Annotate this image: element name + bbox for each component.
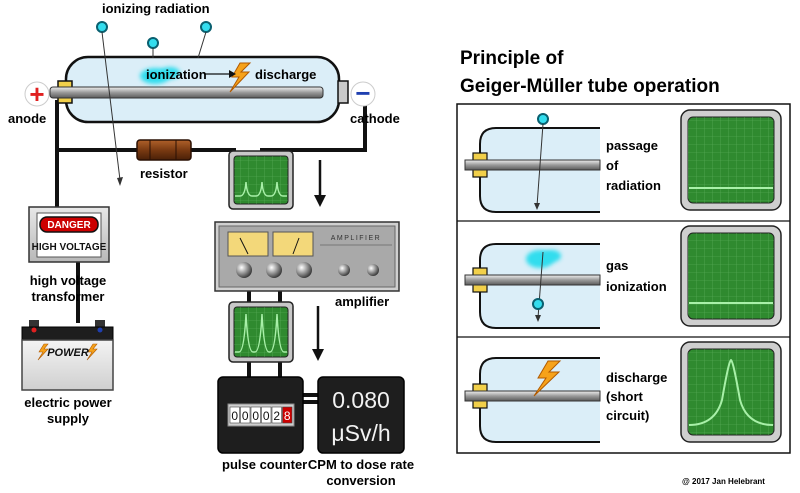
battery-label-line1: electric power	[24, 395, 111, 410]
transformer-label-line2: transformer	[32, 289, 105, 304]
amplifier-knob	[367, 264, 379, 276]
panel-label-line: discharge	[606, 370, 667, 385]
oscilloscope-small-pulses	[228, 150, 294, 210]
counter-digit: 0	[242, 409, 249, 423]
power-lightning-icon	[86, 343, 98, 361]
amplifier-label: amplifier	[335, 294, 389, 309]
anode-wire	[49, 86, 324, 99]
panel-discharge: discharge (short circuit)	[464, 341, 782, 443]
battery: POWER	[21, 320, 114, 391]
principle-title-line2: Geiger-Müller tube operation	[460, 76, 720, 97]
geiger-muller-tube	[49, 55, 349, 124]
counter-digit-cell	[250, 406, 261, 424]
panel-label-line: ionization	[606, 279, 667, 294]
minus-icon: −	[355, 78, 370, 108]
cathode-label: cathode	[350, 111, 400, 126]
amplifier-knob	[296, 262, 312, 278]
power-lightning-icon	[37, 343, 49, 361]
amplifier-knob	[338, 264, 350, 276]
principle-title-line1: Principle of	[460, 48, 564, 69]
conversion-label-line2: conversion	[326, 473, 395, 488]
ionization-label: ionization	[146, 67, 207, 82]
amplifier: AMPLIFIER	[214, 221, 400, 292]
counter-digit: 0	[231, 409, 238, 423]
discharge-lightning-icon	[229, 62, 252, 93]
counter-digit-cell	[271, 406, 282, 424]
peak-trace	[688, 358, 774, 426]
particle-icon	[147, 37, 159, 49]
vu-meter-left	[227, 231, 269, 257]
vu-meter-right	[272, 231, 314, 257]
discharge-lightning-icon	[533, 360, 562, 397]
cathode-connector	[337, 80, 349, 104]
counter-digit: 2	[273, 409, 280, 423]
danger-sign: DANGER	[47, 220, 91, 231]
panel-label-line: gas	[606, 258, 628, 273]
anode-terminal: +	[24, 79, 50, 109]
high-voltage-sign: HIGH VOLTAGE	[32, 242, 107, 253]
amplifier-knob	[266, 262, 282, 278]
resistor	[136, 139, 192, 161]
dose-unit: μSv/h	[331, 420, 390, 446]
discharge-label: discharge	[255, 67, 316, 82]
amplifier-brand: AMPLIFIER	[331, 235, 381, 242]
counter-digit-cell	[261, 406, 272, 424]
ionizing-radiation-label: ionizing radiation	[102, 1, 210, 16]
counter-digit: 8	[284, 409, 291, 423]
power-sign: POWER	[47, 347, 89, 359]
pulse-trace	[235, 313, 287, 353]
cathode-terminal: −	[350, 78, 376, 108]
panel-gas-ionization: gas ionization	[464, 225, 782, 329]
counter-digit-cell	[240, 406, 251, 424]
dose-rate-display: 0.080 μSv/h	[317, 376, 405, 454]
particle-icon	[537, 113, 549, 125]
panel-label-line: (short	[606, 389, 644, 404]
panel-label-line: passage	[606, 138, 658, 153]
radiation-particles	[96, 21, 212, 186]
transformer-label-line1: high voltage	[30, 273, 107, 288]
anode-label: anode	[8, 111, 46, 126]
copyright: @ 2017 Jan Helebrant	[682, 477, 765, 486]
panel-label-line: radiation	[606, 178, 661, 193]
panel-label-line: circuit)	[606, 408, 649, 423]
particle-icon	[200, 21, 212, 33]
oscilloscope-amplified-pulses	[228, 301, 294, 363]
amplifier-knob	[236, 262, 252, 278]
particle-icon	[96, 21, 108, 33]
counter-digit-cell	[229, 406, 240, 424]
counter-digit-cell	[282, 406, 293, 424]
battery-label-line2: supply	[47, 411, 90, 426]
conversion-label-line1: CPM to dose rate	[308, 457, 414, 472]
counter-digit: 0	[252, 409, 259, 423]
particle-icon	[532, 298, 544, 310]
plus-icon: +	[29, 79, 44, 109]
dose-value: 0.080	[332, 387, 390, 413]
panel-passage-of-radiation: passage of radiation	[464, 109, 782, 213]
panel-label-line: of	[606, 158, 619, 173]
pulse-trace	[235, 181, 287, 197]
counter-digit: 0	[263, 409, 270, 423]
resistor-label: resistor	[140, 166, 188, 181]
high-voltage-transformer: DANGER HIGH VOLTAGE	[28, 206, 110, 263]
pulse-counter-label: pulse counter	[222, 457, 307, 472]
